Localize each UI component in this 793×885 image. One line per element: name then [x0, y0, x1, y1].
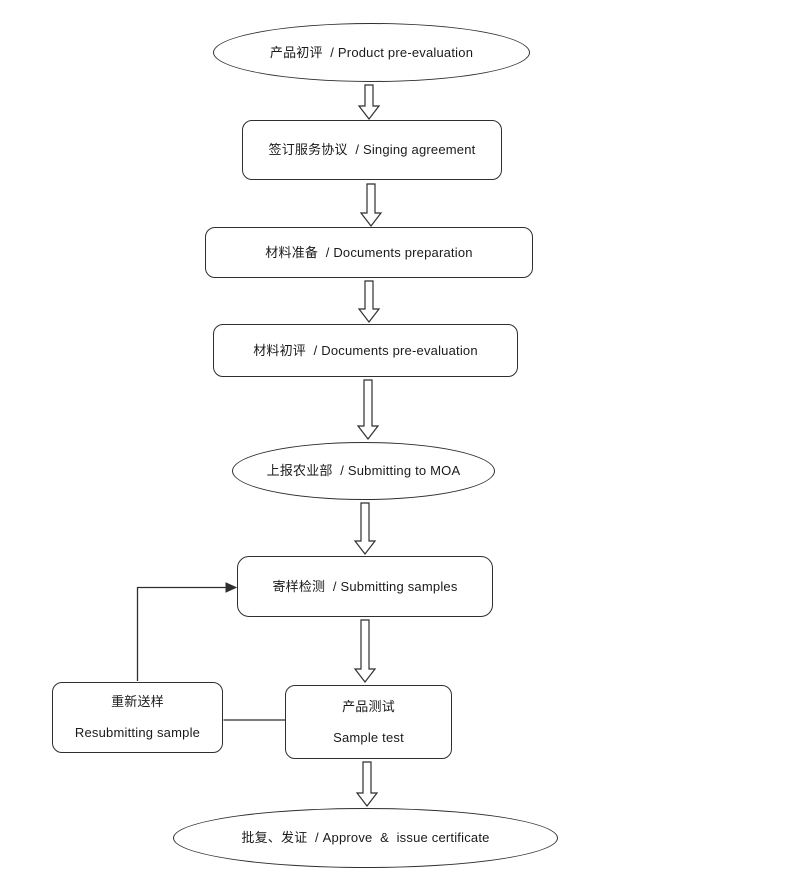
down-arrow-icon-6 [353, 619, 377, 683]
node-label-zh: 重新送样 [111, 694, 164, 710]
node-label: 材料初评 / Documents pre-evaluation [253, 342, 478, 358]
down-arrow-icon-2 [359, 183, 383, 227]
down-arrow-icon-7 [355, 761, 379, 807]
down-arrow-icon-3 [357, 280, 381, 323]
node-documents-pre-evaluation: 材料初评 / Documents pre-evaluation [213, 324, 518, 377]
down-arrow-icon-1 [357, 84, 381, 120]
loop-connector-line [136, 586, 227, 681]
node-label: 寄样检测 / Submitting samples [272, 578, 458, 594]
node-submitting-to-moa: 上报农业部 / Submitting to MOA [232, 442, 495, 500]
node-label: 签订服务协议 / Singing agreement [268, 142, 476, 158]
node-product-pre-evaluation: 产品初评 / Product pre-evaluation [213, 23, 530, 82]
node-label-en: Resubmitting sample [74, 725, 201, 740]
node-label-en: Sample test [333, 729, 404, 745]
loop-arrowhead-icon [225, 582, 238, 593]
node-label: 产品初评 / Product pre-evaluation [269, 44, 474, 60]
node-label: 上报农业部 / Submitting to MOA [266, 463, 461, 479]
node-signing-agreement: 签订服务协议 / Singing agreement [242, 120, 502, 180]
node-label: 材料准备 / Documents preparation [265, 244, 473, 260]
node-label-zh: 产品测试 [342, 698, 395, 714]
node-documents-preparation: 材料准备 / Documents preparation [205, 227, 533, 278]
down-arrow-icon-5 [353, 502, 377, 555]
node-label: 批复、发证 / Approve & issue certificate [241, 830, 490, 846]
node-submitting-samples: 寄样检测 / Submitting samples [237, 556, 493, 617]
node-sample-test: 产品测试 Sample test [285, 685, 452, 759]
down-arrow-icon-4 [356, 379, 380, 440]
node-approve-issue-certificate: 批复、发证 / Approve & issue certificate [173, 808, 558, 868]
node-resubmitting-sample: 重新送样 Resubmitting sample [52, 682, 223, 753]
